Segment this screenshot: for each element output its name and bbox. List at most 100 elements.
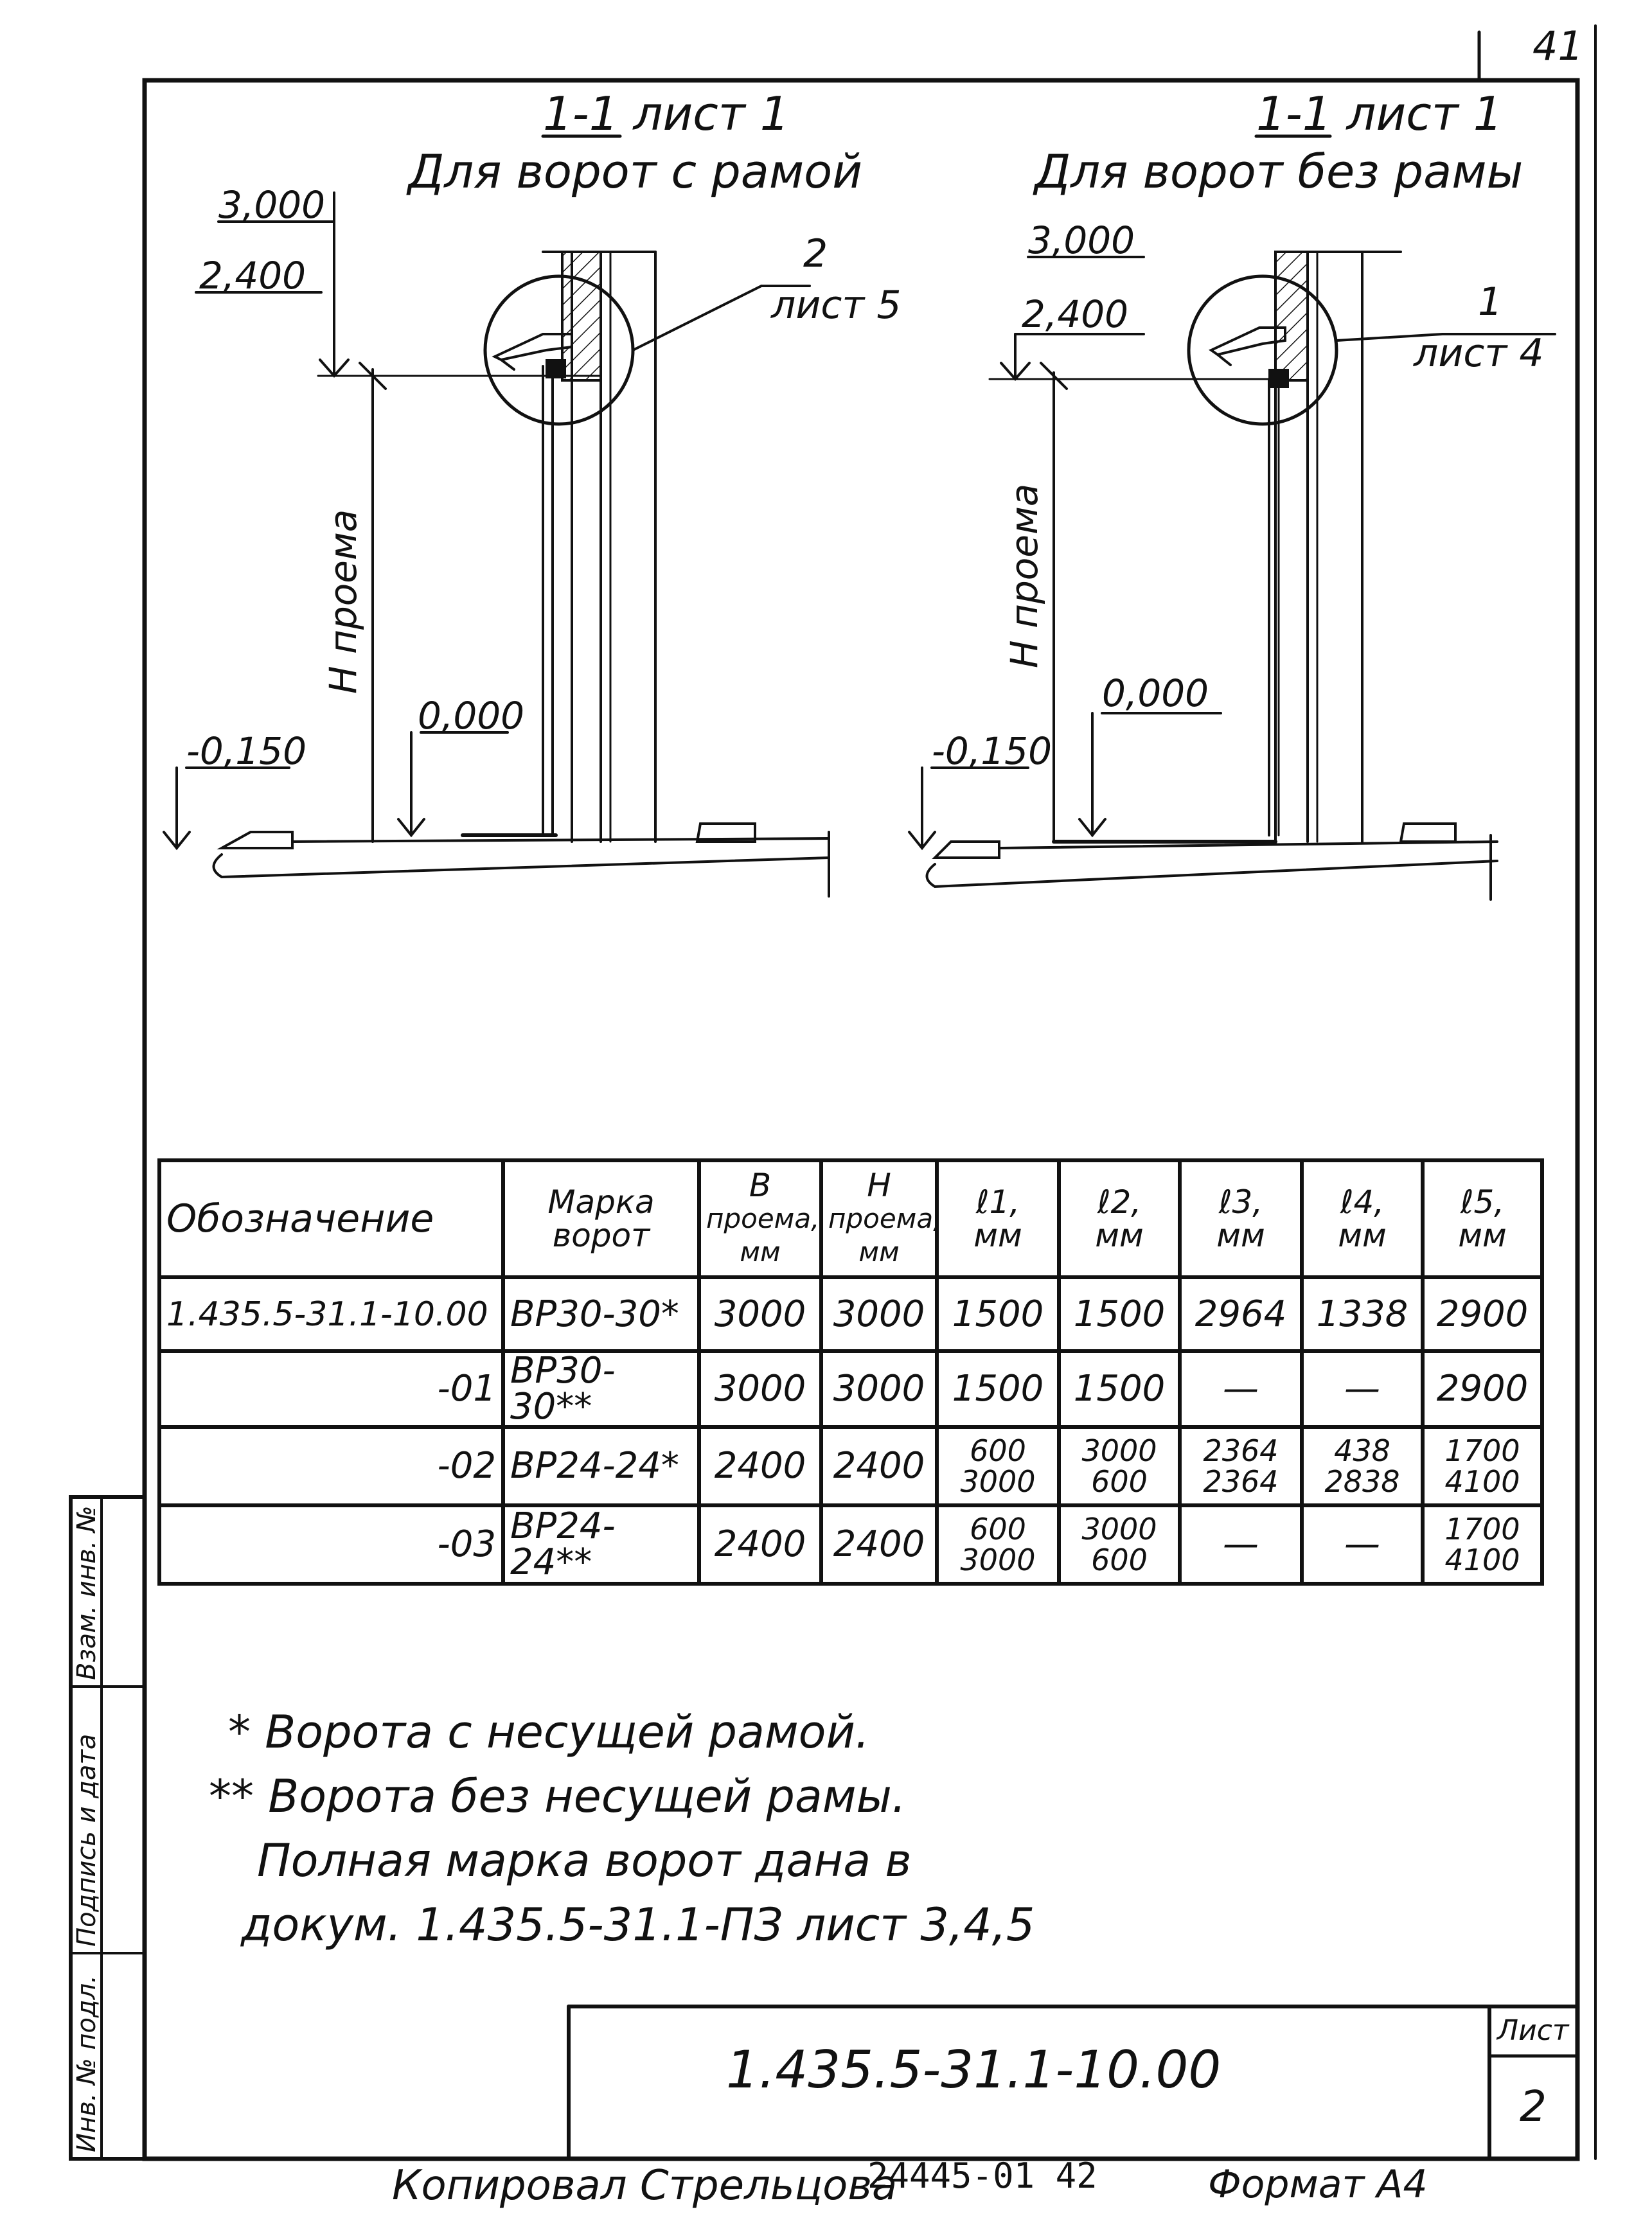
left-elev-low: -0,150 [186, 729, 306, 773]
right-h-label: H проема [1002, 483, 1046, 668]
cell-mark: ВР30-30** [501, 1349, 701, 1429]
table-row: -01 ВР30-30** 3000 3000 1500 1500 — — 29… [157, 1349, 1544, 1429]
right-title-line2: Для ворот без рамы [1035, 145, 1523, 199]
th-l5: ℓ5, мм [1421, 1158, 1544, 1279]
th-l5-l1: ℓ5, [1460, 1183, 1505, 1221]
th-mark: Марка ворот [501, 1158, 701, 1279]
cell-l1-b: 3000 [960, 1464, 1036, 1499]
th-b-l2: проема, [706, 1203, 820, 1234]
cell-l1-a: 1500 [952, 1368, 1044, 1410]
th-h: H проема, мм [819, 1158, 942, 1279]
table-row: 1.435.5-31.1-10.00 ВР30-30* 3000 3000 15… [157, 1275, 1544, 1353]
cell-designation: -01 [157, 1349, 505, 1429]
spec-table: Обозначение Марка ворот B проема, мм H п… [157, 1158, 1544, 1586]
title-block-lines [567, 2005, 1579, 2161]
cell-l5: 2900 [1421, 1349, 1544, 1429]
th-l3-l1: ℓ3, [1218, 1183, 1263, 1221]
th-h-l2: проема, [828, 1203, 942, 1234]
right-section-drawing [908, 134, 1556, 901]
cell-l5-a: 2900 [1436, 1293, 1529, 1335]
cell-l2-a: 1500 [1073, 1293, 1166, 1335]
footer-order: 24445-01 42 [867, 2156, 1097, 2196]
title-block-sheet-value: 2 [1520, 2082, 1547, 2131]
sheet-number-top: 41 [1532, 22, 1583, 69]
right-elev-floor: 0,000 [1102, 671, 1209, 715]
cell-l4-a: — [1344, 1523, 1380, 1565]
cell-l5-a: 2900 [1436, 1368, 1529, 1410]
cell-h: 2400 [819, 1425, 939, 1507]
side-label-sign-date: Подпись и дата [72, 1733, 102, 1947]
cell-l3-a: 2964 [1195, 1293, 1287, 1335]
cell-b: 3000 [697, 1349, 823, 1429]
left-h-label: H проема [321, 509, 365, 694]
cell-designation: -02 [157, 1425, 505, 1507]
th-l1-l1: ℓ1, [975, 1183, 1020, 1221]
cell-h: 3000 [819, 1349, 939, 1429]
cell-l5-b: 4100 [1444, 1543, 1520, 1577]
left-title-line2: Для ворот с рамой [408, 145, 862, 199]
cell-l4-a: 1338 [1316, 1293, 1408, 1335]
cell-l2-a: 1500 [1073, 1368, 1166, 1410]
side-label-inv-replace: Взам. инв. № [72, 1505, 102, 1680]
cell-l4-a: — [1344, 1368, 1380, 1410]
cell-l3-b: 2364 [1203, 1464, 1279, 1499]
right-elev-low: -0,150 [932, 729, 1052, 773]
cell-l1-a: 1500 [952, 1293, 1044, 1335]
sheet-frame [142, 78, 1580, 2161]
th-l2-l1: ℓ2, [1097, 1183, 1142, 1221]
left-section-drawing [163, 134, 830, 898]
cell-l2-b: 600 [1091, 1543, 1148, 1577]
left-callout-num: 2 [803, 231, 828, 276]
th-h-l1: H [867, 1167, 891, 1204]
th-l2: ℓ2, мм [1057, 1158, 1182, 1279]
cell-l5-b: 4100 [1444, 1464, 1520, 1499]
cell-l4: — [1300, 1349, 1425, 1429]
th-designation-text: Обозначение [166, 1196, 434, 1241]
right-title-line1: 1-1 лист 1 [1256, 87, 1503, 141]
note-line-1: * Ворота с несущей рамой. [228, 1706, 870, 1758]
left-elev-mid: 2,400 [199, 254, 306, 297]
th-l3: ℓ3, мм [1178, 1158, 1304, 1279]
cell-l2-b: 600 [1091, 1464, 1148, 1499]
th-l5-l2: мм [1458, 1217, 1507, 1254]
note-line-4: докум. 1.435.5-31.1-ПЗ лист 3,4,5 [241, 1899, 1035, 1951]
cell-l1: 1500 [935, 1275, 1061, 1353]
cell-l3-a: 2364 [1203, 1433, 1279, 1468]
cell-l2: 1500 [1057, 1349, 1182, 1429]
cell-designation: -03 [157, 1503, 505, 1586]
th-b-l1: B [749, 1167, 772, 1204]
title-block-code: 1.435.5-31.1-10.00 [726, 2040, 1221, 2100]
cell-l4: 1338 [1300, 1275, 1425, 1353]
right-callout-num: 1 [1478, 279, 1503, 324]
left-title-line1: 1-1 лист 1 [543, 87, 790, 141]
left-elev-top: 3,000 [218, 183, 326, 227]
cell-l4: — [1300, 1503, 1425, 1586]
cell-l2: 1500 [1057, 1275, 1182, 1353]
note-line-3: Полная марка ворот дана в [257, 1834, 912, 1887]
cell-l1: 1500 [935, 1349, 1061, 1429]
cell-l4-b: 2838 [1324, 1464, 1400, 1499]
cell-l1-a: 600 [970, 1512, 1026, 1546]
cell-l1-b: 3000 [960, 1543, 1036, 1577]
side-stamp-frame [69, 1495, 147, 2161]
cell-b: 3000 [697, 1275, 823, 1353]
cell-l3-a: — [1223, 1368, 1259, 1410]
th-l4: ℓ4, мм [1300, 1158, 1425, 1279]
cell-mark: ВР30-30* [501, 1275, 701, 1353]
cell-h: 2400 [819, 1503, 939, 1586]
cell-l2-a: 3000 [1081, 1433, 1157, 1468]
cell-l5-a: 1700 [1444, 1433, 1520, 1468]
footer-format: Формат А4 [1208, 2162, 1428, 2207]
th-l4-l2: мм [1338, 1217, 1387, 1254]
cell-l1-a: 600 [970, 1433, 1026, 1468]
th-b-l3: мм [740, 1236, 781, 1268]
cell-b: 2400 [697, 1503, 823, 1586]
cell-l5: 2900 [1421, 1275, 1544, 1353]
